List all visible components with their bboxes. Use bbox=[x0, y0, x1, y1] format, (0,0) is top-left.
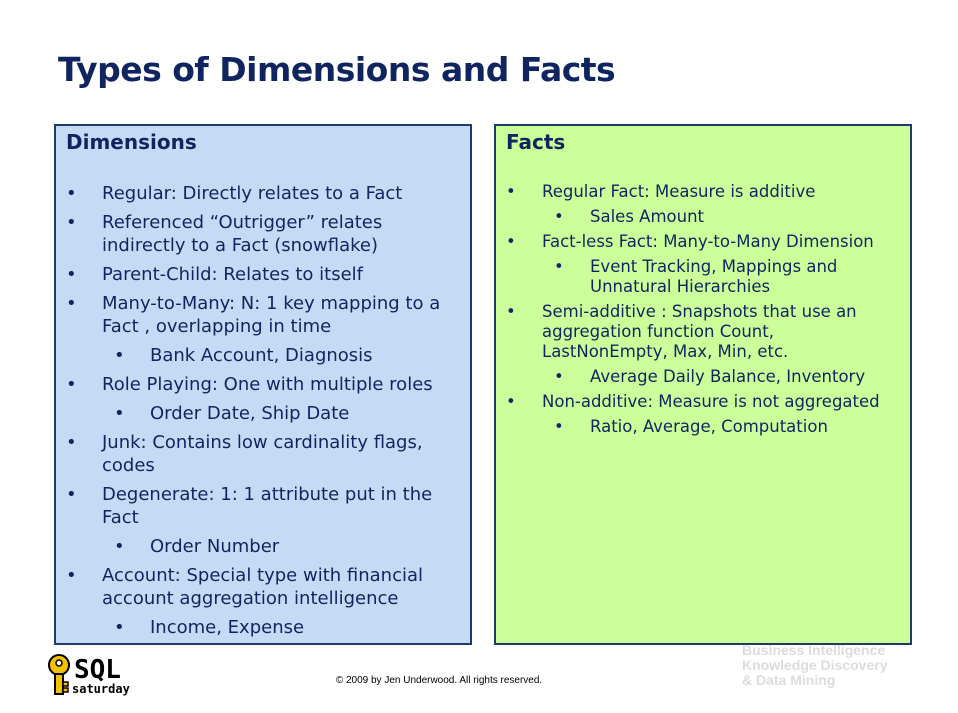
bullet-icon: • bbox=[506, 302, 516, 321]
bullet-icon: • bbox=[506, 182, 516, 201]
bullet-icon: • bbox=[66, 565, 77, 586]
sub-list-item: •Average Daily Balance, Inventory bbox=[554, 367, 866, 386]
watermark-line: & Data Mining bbox=[742, 672, 836, 688]
bullet-icon: • bbox=[506, 392, 516, 411]
sub-list-item: •Bank Account, Diagnosis bbox=[114, 345, 373, 366]
list-item: •Role Playing: One with multiple roles bbox=[66, 374, 433, 395]
facts-list: •Regular Fact: Measure is additive •Sale… bbox=[496, 182, 910, 442]
watermark-line: Knowledge Discovery bbox=[742, 657, 888, 673]
list-item: •Fact-less Fact: Many-to-Many Dimension bbox=[506, 232, 874, 251]
dimensions-panel: Dimensions •Regular: Directly relates to… bbox=[54, 124, 472, 645]
key-icon bbox=[48, 654, 70, 695]
bullet-icon: • bbox=[66, 264, 77, 285]
bullet-icon: • bbox=[554, 207, 564, 226]
sql-saturday-logo: SQL saturday bbox=[48, 654, 130, 696]
bullet-icon: • bbox=[554, 367, 564, 386]
list-item: •Degenerate: 1: 1 attribute put in the F… bbox=[66, 484, 433, 528]
sub-list-item: •Order Number bbox=[114, 536, 280, 557]
sub-list-item: •Order Date, Ship Date bbox=[114, 403, 350, 424]
bullet-icon: • bbox=[114, 617, 125, 638]
slide-title: Types of Dimensions and Facts bbox=[58, 50, 616, 89]
list-item: •Many-to-Many: N: 1 key mapping to a Fac… bbox=[66, 293, 441, 337]
logo-saturday-text: saturday bbox=[72, 682, 130, 696]
list-item: •Regular Fact: Measure is additive bbox=[506, 182, 816, 201]
bullet-icon: • bbox=[554, 417, 564, 436]
sub-list-item: •Event Tracking, Mappings and Unnatural … bbox=[554, 257, 838, 296]
bullet-icon: • bbox=[114, 345, 125, 366]
list-item: •Semi-additive : Snapshots that use an a… bbox=[506, 302, 857, 361]
list-item: •Non-additive: Measure is not aggregated bbox=[506, 392, 880, 411]
list-item: •Account: Special type with financial ac… bbox=[66, 565, 423, 609]
list-item: •Junk: Contains low cardinality flags, c… bbox=[66, 432, 423, 476]
dimensions-list: •Regular: Directly relates to a Fact •Re… bbox=[56, 182, 470, 645]
watermark: Business Intelligence Knowledge Discover… bbox=[742, 643, 922, 688]
bullet-icon: • bbox=[506, 232, 516, 251]
logo-sql-text: SQL bbox=[74, 655, 121, 685]
bullet-icon: • bbox=[114, 536, 125, 557]
bullet-icon: • bbox=[66, 432, 77, 453]
bullet-icon: • bbox=[66, 293, 77, 314]
sub-list-item: •Sales Amount bbox=[554, 207, 705, 226]
bullet-icon: • bbox=[66, 212, 77, 233]
sub-list-item: •Ratio, Average, Computation bbox=[554, 417, 828, 436]
copyright-text: © 2009 by Jen Underwood. All rights rese… bbox=[335, 675, 543, 686]
facts-heading: Facts bbox=[506, 130, 566, 154]
bullet-icon: • bbox=[554, 257, 564, 276]
bullet-icon: • bbox=[66, 484, 77, 505]
facts-panel: Facts •Regular Fact: Measure is additive… bbox=[494, 124, 912, 645]
sub-list-item: •Income, Expense bbox=[114, 617, 305, 638]
list-item: •Referenced “Outrigger” relates indirect… bbox=[66, 212, 383, 256]
watermark-line: Business Intelligence bbox=[742, 642, 886, 658]
list-item: •Parent-Child: Relates to itself bbox=[66, 264, 363, 285]
bullet-icon: • bbox=[114, 403, 125, 424]
bullet-icon: • bbox=[66, 183, 77, 204]
bullet-icon: • bbox=[66, 374, 77, 395]
list-item: •Regular: Directly relates to a Fact bbox=[66, 183, 403, 204]
dimensions-heading: Dimensions bbox=[66, 130, 197, 154]
